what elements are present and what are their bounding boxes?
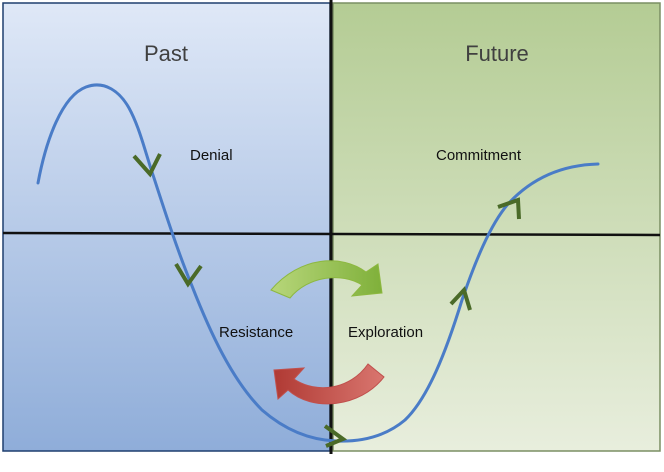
back-arrow: [273, 363, 385, 405]
resistance-label: Resistance: [219, 324, 293, 341]
curve-chevron-5: [497, 197, 521, 220]
future-panel: [332, 2, 661, 452]
exploration-label: Exploration: [348, 324, 423, 341]
horizontal-divider: [2, 231, 661, 237]
denial-label: Denial: [190, 147, 233, 164]
future-heading: Future: [465, 41, 529, 66]
curve-chevron-1: [132, 153, 162, 178]
curve-chevron-2: [174, 262, 203, 288]
past-heading: Past: [144, 41, 188, 66]
curve-chevron-4: [449, 286, 472, 311]
curve-chevron-3: [323, 424, 348, 448]
forward-arrow: [270, 260, 383, 299]
change-curve: [36, 83, 600, 443]
commitment-label: Commitment: [436, 147, 522, 164]
